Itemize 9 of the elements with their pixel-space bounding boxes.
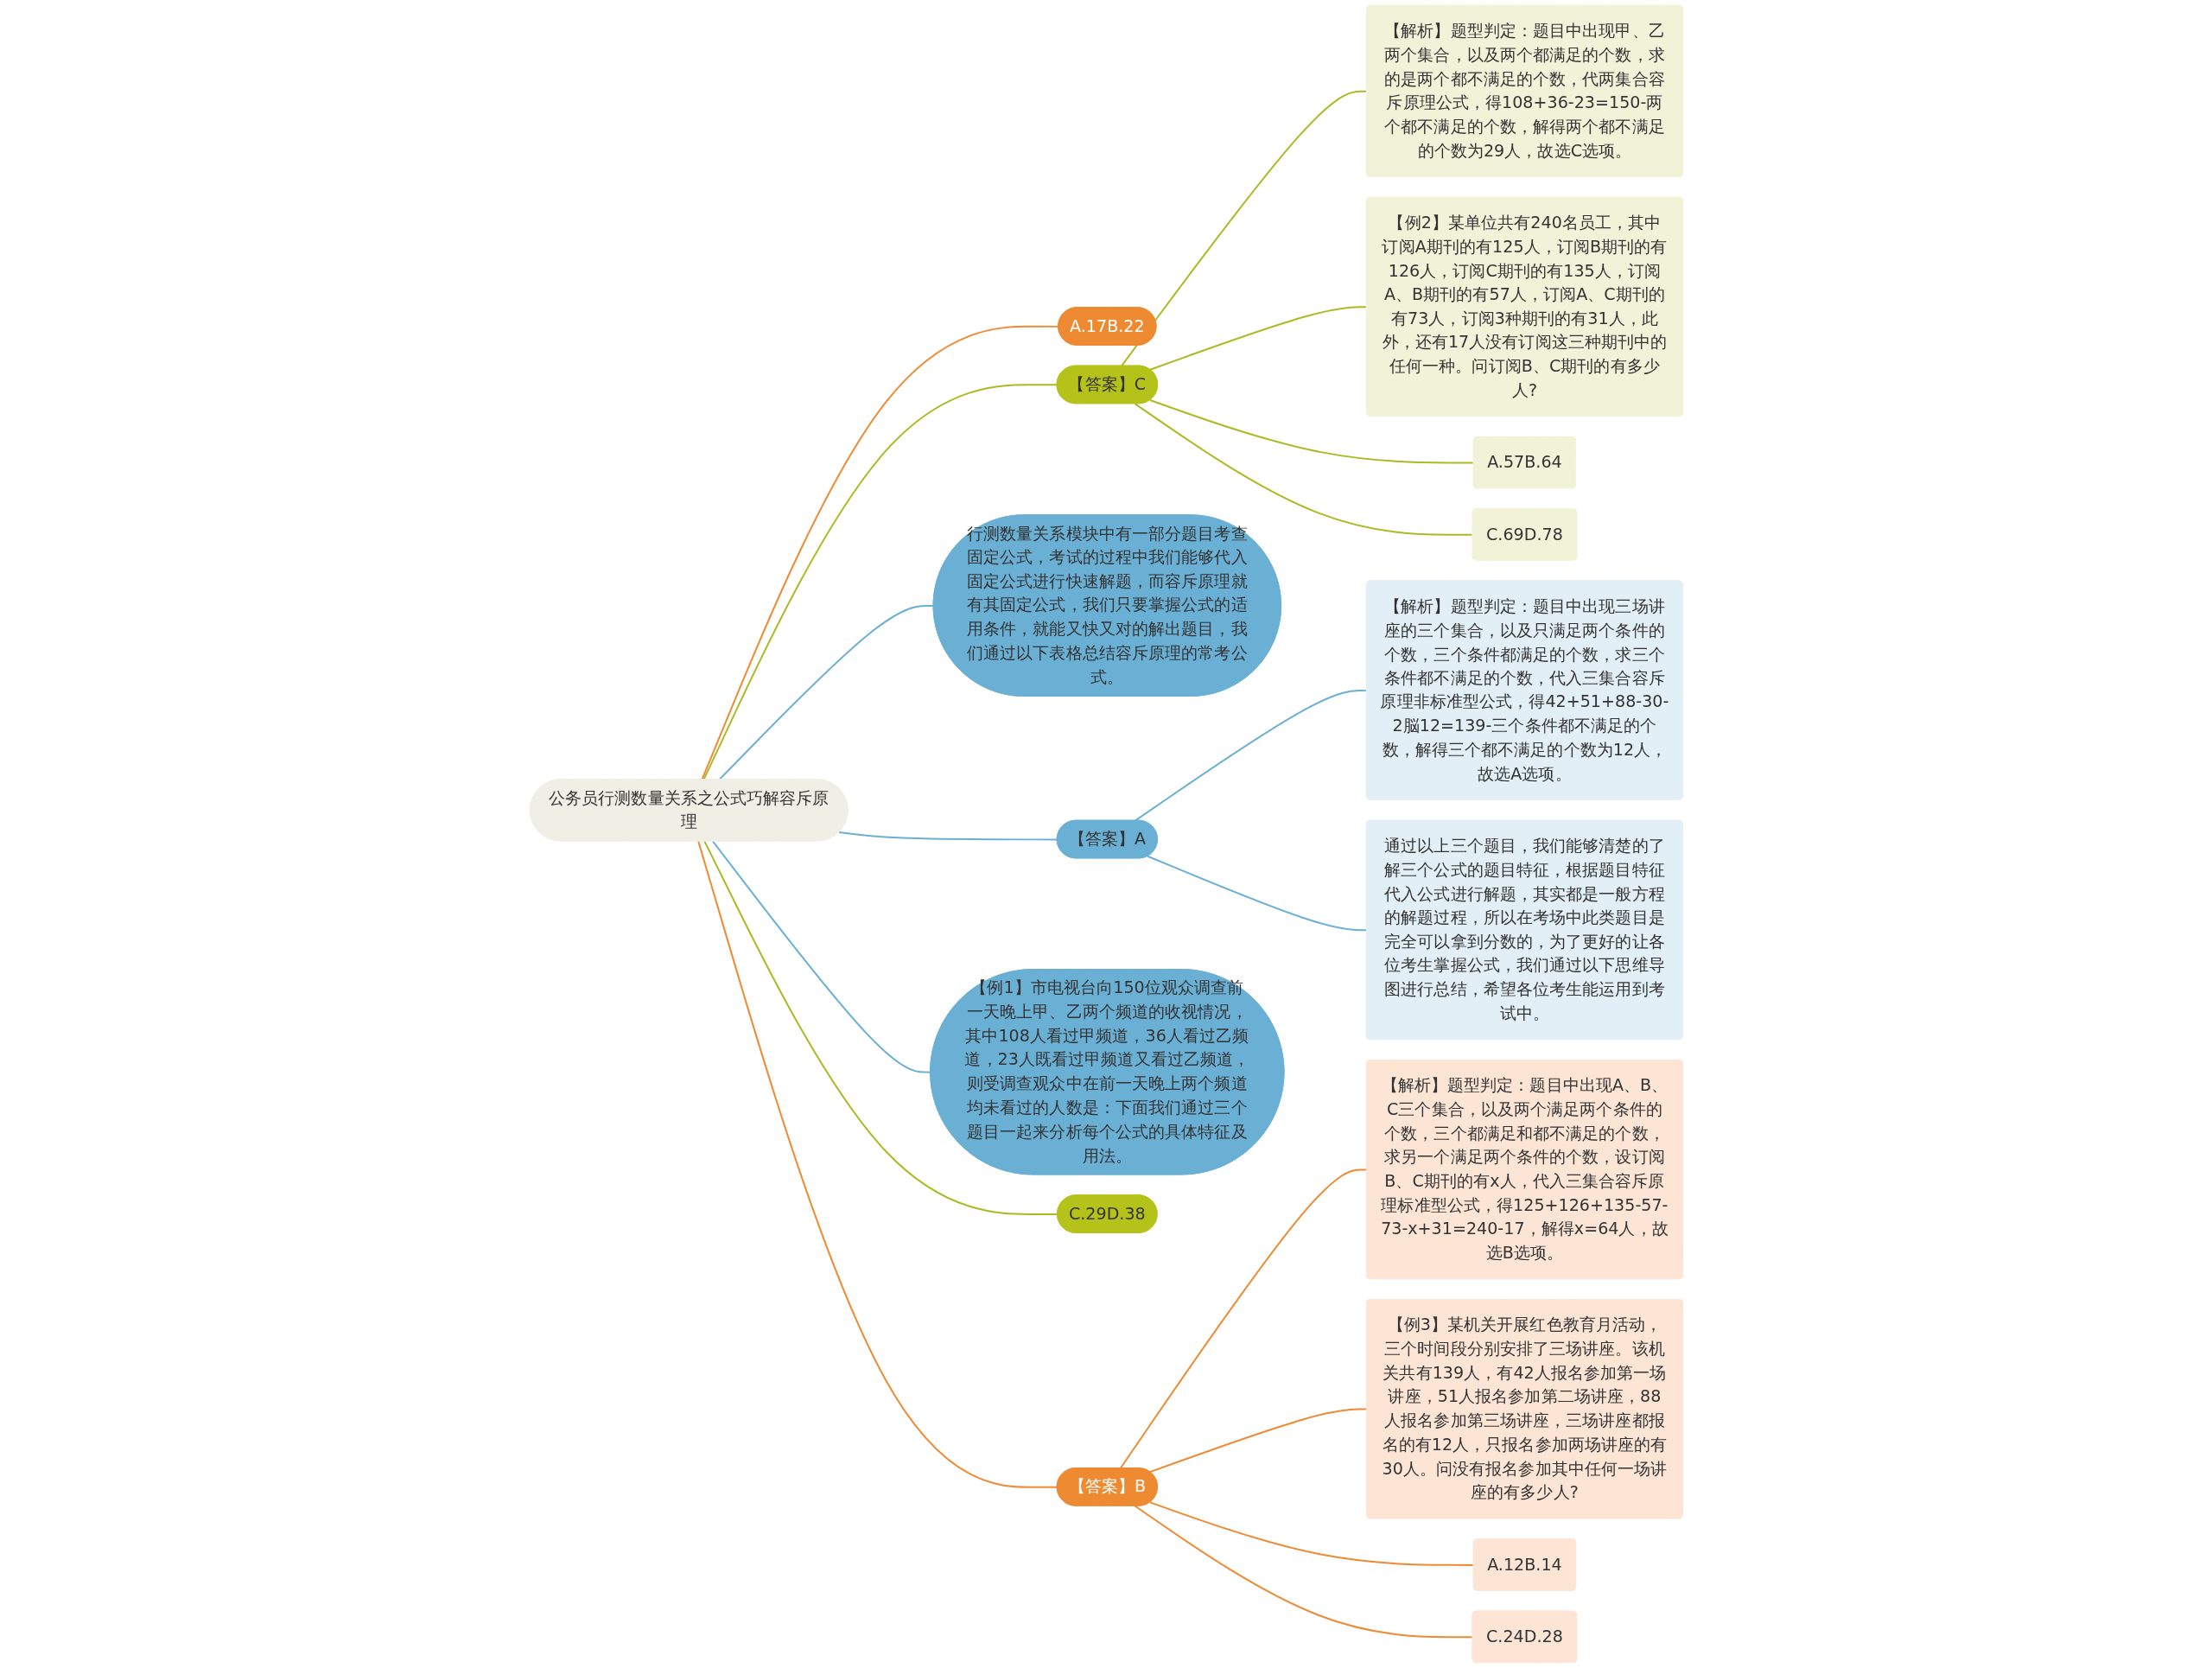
connector bbox=[1120, 90, 1368, 367]
connector bbox=[1134, 690, 1368, 822]
connector bbox=[1148, 306, 1368, 371]
connector bbox=[696, 840, 1058, 1488]
connector bbox=[1148, 1408, 1368, 1474]
connector bbox=[711, 840, 931, 1073]
connector bbox=[1119, 1168, 1368, 1469]
connector bbox=[702, 840, 1058, 1215]
connector bbox=[1146, 855, 1368, 932]
